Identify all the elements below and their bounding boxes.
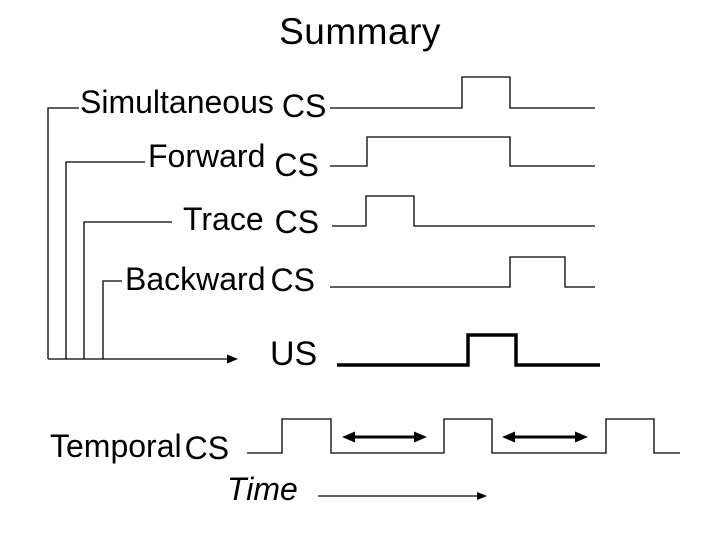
interval-arrow-left-head-0 — [342, 431, 355, 443]
collector-arrow-head — [227, 354, 238, 364]
label-us-text: US — [270, 335, 318, 373]
label-temporal-cs-suffix: CS — [184, 430, 230, 466]
label-trace-cs-suffix: CS — [274, 204, 320, 240]
label-forward-text: Forward — [148, 138, 266, 174]
waveform-us — [337, 333, 600, 367]
waveform-trace-cs — [332, 195, 595, 227]
label-trace-text: Trace — [183, 201, 264, 237]
label-us: US — [270, 337, 317, 371]
bracket-line-1 — [65, 161, 145, 359]
bracket-line-2 — [83, 221, 172, 359]
label-simultaneous-cs-suffix: CS — [281, 88, 327, 124]
slide-title: Summary — [279, 11, 441, 52]
label-trace-cs: Trace CS — [183, 201, 320, 240]
waveform-backward-cs — [330, 256, 595, 288]
label-backward-cs-suffix: CS — [270, 262, 315, 298]
bracket-line-0 — [47, 107, 79, 359]
bracket-line-3 — [102, 280, 122, 359]
waveform-forward-cs — [330, 136, 595, 167]
interval-arrow-left-head-1 — [502, 431, 515, 443]
waveform-temporal-cs — [247, 418, 680, 454]
time-arrow-head — [477, 492, 487, 500]
label-time: Time — [227, 473, 298, 505]
label-simultaneous-text: Simultaneous — [80, 84, 274, 120]
label-time-text: Time — [227, 471, 298, 507]
label-forward-cs-suffix: CS — [274, 147, 319, 183]
label-temporal-cs: TemporalCS — [50, 428, 230, 466]
label-temporal-text: Temporal — [50, 428, 182, 464]
interval-arrow-right-head-1 — [575, 431, 588, 443]
waveform-simultaneous-cs — [330, 76, 595, 109]
label-backward-text: Backward — [125, 261, 266, 297]
interval-arrow-right-head-0 — [414, 431, 427, 443]
